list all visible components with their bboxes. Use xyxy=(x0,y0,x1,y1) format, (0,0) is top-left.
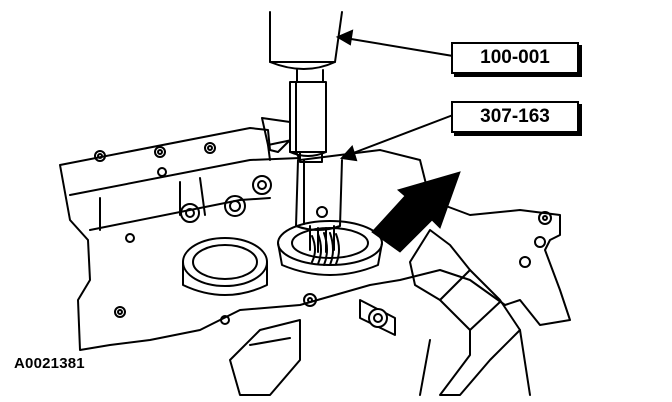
tool-bracket xyxy=(261,117,293,146)
figure-id: A0021381 xyxy=(14,355,85,372)
leader-line-100-001 xyxy=(344,37,454,57)
callout-100-001: 100-001 xyxy=(451,42,579,74)
right-hose xyxy=(409,229,521,396)
callout-307-163-label: 307-163 xyxy=(480,106,550,127)
left-bore-inner xyxy=(192,244,258,280)
callout-307-163: 307-163 xyxy=(451,101,579,133)
bolt-bosses xyxy=(94,142,552,325)
housing-rail-mid xyxy=(89,197,271,231)
arrowhead-100-001 xyxy=(335,29,354,46)
leader-line-307-163 xyxy=(347,114,454,156)
arrowhead-307-163 xyxy=(339,145,358,162)
callout-100-001-label: 100-001 xyxy=(480,47,550,68)
tool-307-163-body xyxy=(295,159,343,231)
housing-outline xyxy=(59,127,571,351)
direction-arrow xyxy=(371,171,461,253)
tool-100-001-handle xyxy=(269,11,343,63)
housing-rail-top xyxy=(69,157,301,196)
